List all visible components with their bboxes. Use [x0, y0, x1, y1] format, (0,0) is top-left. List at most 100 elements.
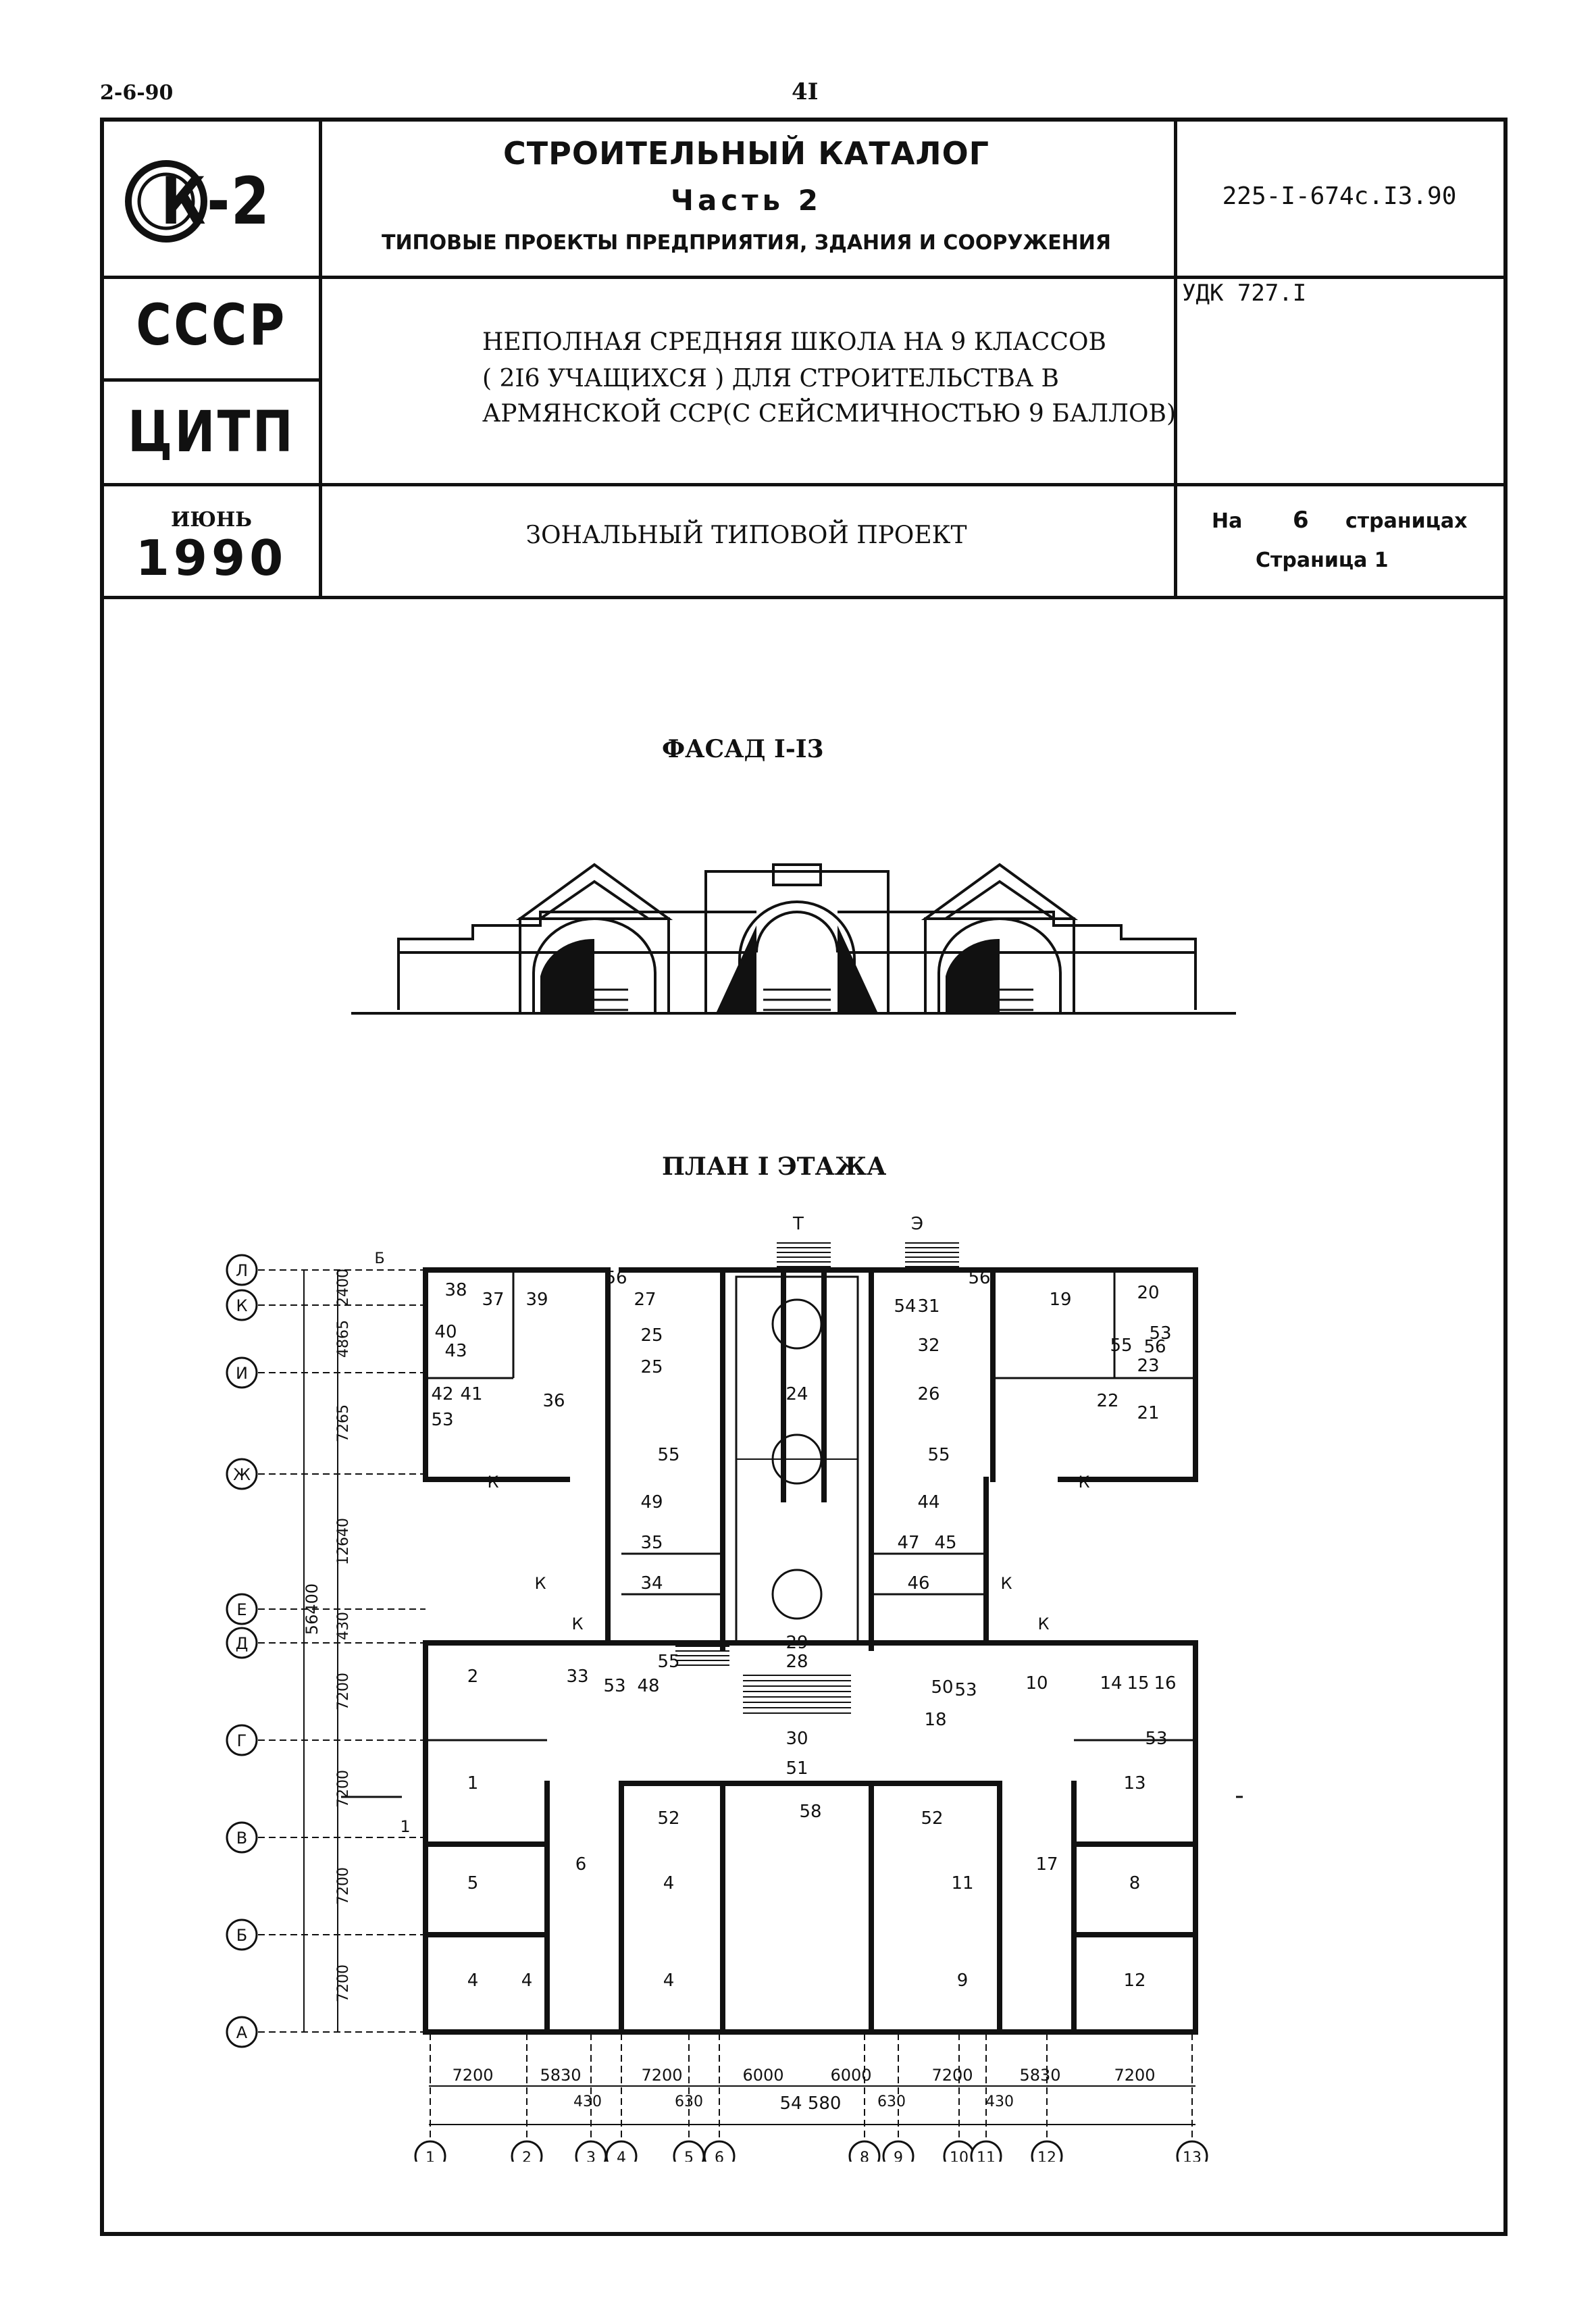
entrance-marker: К [534, 1574, 546, 1593]
room-number: 56 [1143, 1337, 1166, 1357]
axis-bubble-11 [970, 2140, 1002, 2162]
axis-label: 3 [586, 2150, 596, 2162]
dim-label: 430 [335, 1612, 352, 1640]
room-number: 50 [931, 1677, 953, 1698]
room-number: 45 [934, 1533, 956, 1553]
dim-label: 7200 [335, 1964, 352, 2002]
total-height-label: 56400 [303, 1583, 321, 1635]
axis-bubble-6 [703, 2140, 736, 2162]
axis-label: Д [236, 1634, 249, 1653]
room-number: 4 [521, 1971, 533, 1991]
room-number: 56 [604, 1268, 627, 1288]
project-type: ЗОНАЛЬНЫЙ ТИПОВОЙ ПРОЕКТ [525, 522, 967, 549]
bottom-sub-dim-label: 430 [985, 2093, 1014, 2110]
court-circle [771, 1433, 823, 1485]
room-number: 31 [917, 1296, 939, 1317]
entrance-marker: К [1078, 1473, 1089, 1492]
room-number: 4 [467, 1971, 479, 1991]
total-width-label: 54 580 [780, 2093, 842, 2114]
project-line-2: ( 2I6 УЧАЩИХСЯ ) ДЛЯ СТРОИТЕЛЬСТВА В [482, 365, 1059, 392]
axis-bubble-4 [605, 2140, 638, 2162]
room-number: 36 [542, 1391, 565, 1411]
date-month: ИЮНЬ [170, 508, 253, 532]
axis-label: 11 [977, 2150, 996, 2162]
room-number: 42 [431, 1384, 453, 1404]
entrance-marker: К [1000, 1574, 1012, 1593]
project-line-1: НЕПОЛНАЯ СРЕДНЯЯ ШКОЛА НА 9 КЛАССОВ [482, 328, 1106, 356]
room-number: 58 [799, 1802, 821, 1822]
room-number: 1 [467, 1773, 479, 1794]
section-marker-left: 1 [400, 1817, 410, 1836]
room-number: 54 [894, 1296, 916, 1317]
room-number: 12 [1123, 1971, 1145, 1991]
k2-logo-icon [125, 160, 207, 243]
entrance-marker: К [571, 1615, 583, 1633]
bottom-sub-dim-label: 430 [573, 2093, 602, 2110]
bottom-dim-label: 6000 [742, 2066, 783, 2085]
logo-text: К-2 [161, 163, 271, 239]
room-number: 8 [1129, 1873, 1141, 1893]
room-number: 22 [1096, 1391, 1118, 1411]
current-page: Страница 1 [1256, 549, 1389, 572]
org-agency: ЦИТП [127, 399, 296, 465]
axis-bubble-8 [848, 2140, 881, 2162]
room-number: 53 [1145, 1729, 1167, 1749]
room-number: 20 [1137, 1283, 1159, 1303]
room-number: 21 [1137, 1403, 1159, 1423]
bottom-dim-label: 7200 [931, 2066, 973, 2085]
room-number: 56 [968, 1268, 990, 1288]
facade-title: ФАСАД I-I3 [662, 735, 824, 763]
pages-prefix: На [1212, 509, 1243, 533]
bottom-sub-dim-label: 630 [877, 2093, 906, 2110]
pages-suffix: страницах [1345, 509, 1468, 533]
room-number: 55 [1110, 1336, 1132, 1356]
room-number: 43 [444, 1341, 467, 1361]
dim-label: 12640 [335, 1518, 352, 1565]
room-number: 4 [663, 1873, 675, 1893]
bottom-dim-label: 5830 [1019, 2066, 1060, 2085]
corner-code: 2-6-90 [100, 81, 174, 105]
room-number: 41 [460, 1384, 482, 1404]
bottom-dim-label: 6000 [830, 2066, 871, 2085]
axis-label: 5 [684, 2150, 694, 2162]
axis-label: И [236, 1364, 248, 1383]
axis-bubble-Б [226, 1918, 258, 1951]
axis-bubble-1 [414, 2140, 446, 2162]
axis-label: В [236, 1829, 247, 1848]
room-number: 30 [786, 1729, 808, 1749]
utility-marker-t: Т [792, 1216, 804, 1234]
entrance-marker: К [487, 1473, 498, 1492]
floor-plan: ЛКИЖЕДГВБА240048657265126404307200720072… [226, 1216, 1243, 2162]
catalog-logo: К-2 [124, 149, 307, 250]
utility-marker-e: Э [911, 1216, 923, 1234]
room-number: 53 [1149, 1323, 1171, 1344]
dim-label: 7200 [335, 1673, 352, 1710]
room-number: 55 [927, 1445, 950, 1465]
catalog-part: Часть 2 [671, 184, 822, 217]
axis-bubble-А [226, 2016, 258, 2048]
axis-bubble-Л [226, 1254, 258, 1286]
entrance-marker: К [1037, 1615, 1049, 1633]
udk-code: УДК 727.I [1182, 280, 1307, 307]
axis-bubble-Г [226, 1724, 258, 1756]
facade-drawing [351, 863, 1236, 1015]
room-number: 9 [957, 1971, 969, 1991]
room-number: 47 [897, 1533, 919, 1553]
room-number: 44 [917, 1492, 939, 1513]
dim-label: 7265 [335, 1404, 352, 1442]
dim-label: 4865 [335, 1320, 352, 1358]
axis-label: 9 [894, 2150, 903, 2162]
axis-bubble-К [226, 1289, 258, 1321]
bottom-dim-label: 7200 [452, 2066, 493, 2085]
dim-label: 7200 [335, 1867, 352, 1905]
room-number: 4 [663, 1971, 675, 1991]
axis-bubble-И [226, 1356, 258, 1389]
axis-label: А [236, 2023, 248, 2042]
room-number: 55 [657, 1652, 679, 1672]
room-number: 34 [640, 1573, 663, 1594]
axis-label: 10 [950, 2150, 969, 2162]
room-number: 27 [634, 1290, 656, 1310]
axis-label: Ж [233, 1465, 251, 1484]
court-circle [771, 1298, 823, 1350]
axis-label: К [236, 1296, 247, 1315]
